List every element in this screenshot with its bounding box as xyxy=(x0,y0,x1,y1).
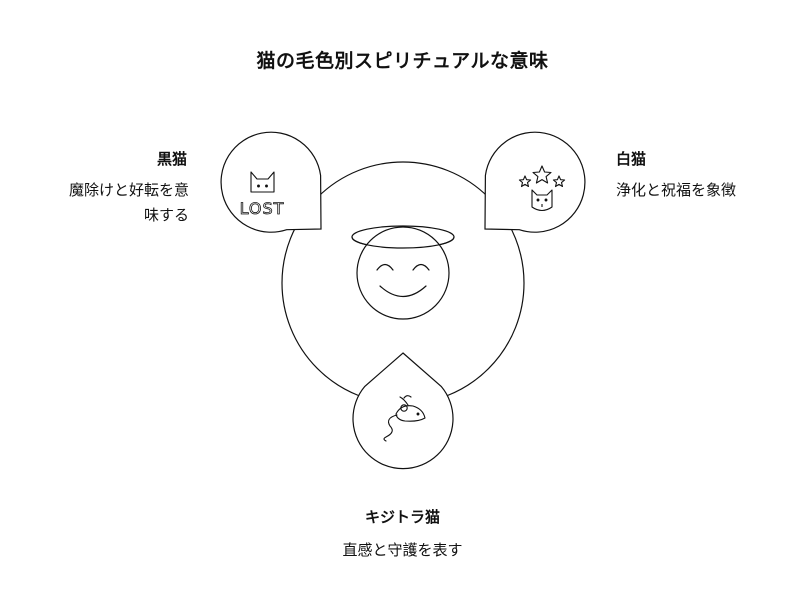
black-cat-desc: 魔除けと好転を意 味する xyxy=(0,178,189,228)
tabby-cat-desc: 直感と守護を表す xyxy=(342,541,463,559)
black-cat-teardrop xyxy=(220,131,322,233)
halo-front xyxy=(351,236,455,249)
black-cat-title: 黒猫 xyxy=(156,150,187,168)
tabby-cat-title: キジトラ猫 xyxy=(364,508,440,526)
black-cat-desc-line2: 味する xyxy=(143,206,189,224)
lost-text: LOST xyxy=(240,199,285,218)
diagram-title: 猫の毛色別スピリチュアルな意味 xyxy=(256,50,549,72)
white-cat-node xyxy=(484,131,586,233)
white-cat-teardrop xyxy=(484,131,586,233)
lost-cat-icon: LOST xyxy=(239,171,285,218)
tabby-cat-node xyxy=(352,352,454,470)
white-cat-title: 白猫 xyxy=(616,150,647,168)
black-cat-node: LOST xyxy=(220,131,322,233)
mouse-icon xyxy=(383,395,426,442)
star-cat-icon xyxy=(518,165,566,212)
white-cat-desc: 浄化と祝福を象徴 xyxy=(616,181,737,199)
black-cat-desc-line1: 魔除けと好転を意 xyxy=(68,181,189,199)
